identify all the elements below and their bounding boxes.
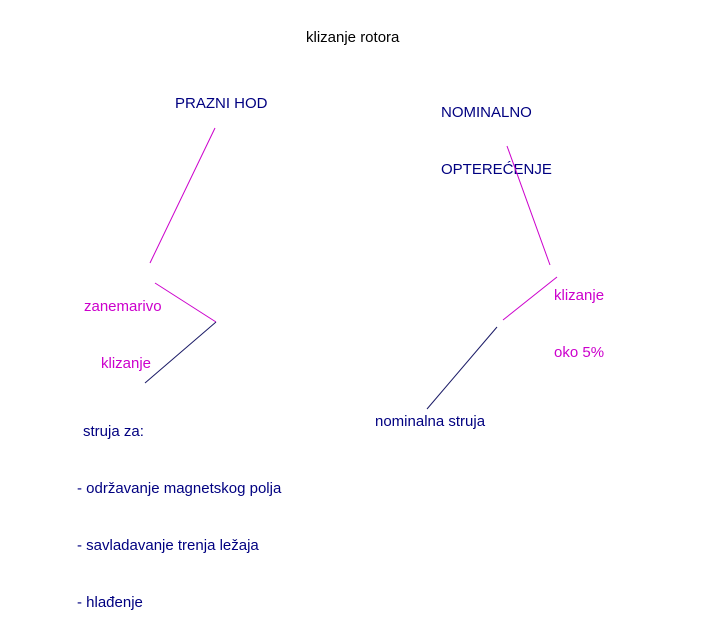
junction-to-current-line — [144, 321, 217, 384]
negligible-slip-line2: klizanje — [101, 355, 152, 372]
nominal-to-slip-line — [506, 145, 551, 266]
negligible-slip-label: zanemarivo klizanje — [84, 259, 162, 392]
no-load-current-item: - hlađenje — [77, 594, 143, 611]
slip-five-percent-line2: oko 5% — [554, 344, 605, 361]
no-load-current-heading: struja za: — [83, 423, 144, 440]
nominal-load-heading-line1: NOMINALNO — [441, 104, 532, 121]
slip-to-right-junction-line — [502, 276, 558, 321]
slip-five-percent-label: klizanje oko 5% — [552, 248, 604, 381]
connector-lines — [144, 127, 558, 410]
no-load-heading: PRAZNI HOD — [175, 95, 268, 112]
negligible-slip-line1: zanemarivo — [84, 298, 162, 315]
slip-five-percent-line1: klizanje — [554, 287, 605, 304]
page-title: klizanje rotora — [306, 29, 400, 46]
slip-to-junction-line — [154, 282, 217, 323]
no-load-current-item: - održavanje magnetskog polja — [77, 480, 282, 497]
junction-to-nominal-current-line — [426, 326, 498, 410]
no-load-to-slip-line — [149, 127, 216, 264]
nominal-load-heading-line2: OPTEREĆENJE — [441, 161, 552, 178]
nominal-load-heading: NOMINALNO OPTEREĆENJE — [441, 65, 552, 198]
nominal-current-label: nominalna struja — [375, 413, 486, 430]
